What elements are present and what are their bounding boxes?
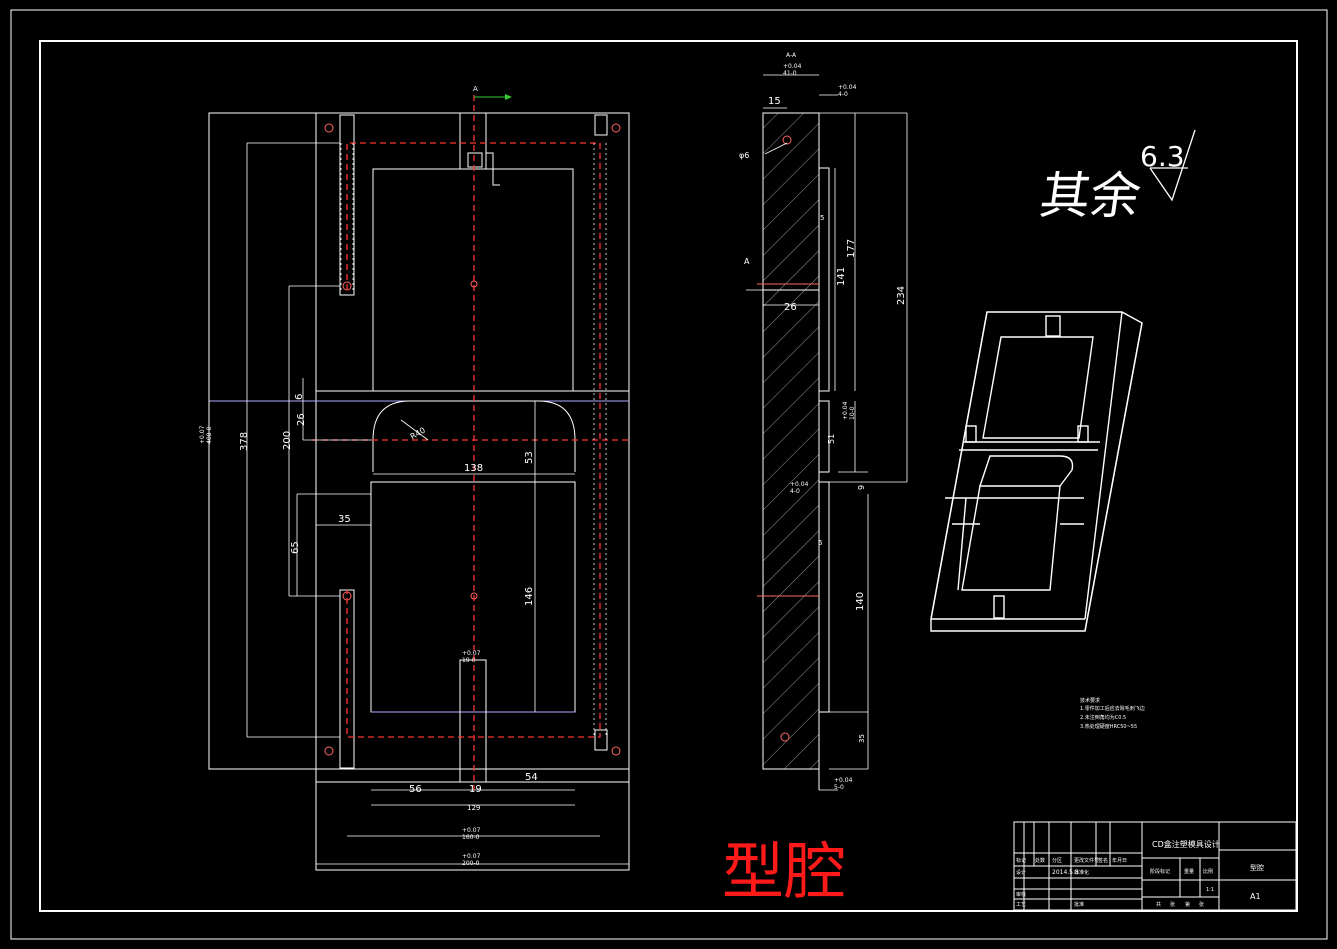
section-hole-top <box>782 135 792 145</box>
section-marker-label: A <box>473 85 478 93</box>
section-d26: 26 <box>784 302 797 313</box>
section-a-label: A <box>744 257 750 266</box>
section-hole-bottom <box>780 732 790 742</box>
notes-title: 技术要求 <box>1080 697 1100 704</box>
tb-row-label-5: 签名 <box>1098 857 1108 864</box>
section-title: A-A <box>786 52 797 59</box>
tb-col-scale: 比例 <box>1203 868 1213 875</box>
plate-outer-flange <box>208 112 630 770</box>
technical-notes: 技术要求 1.零件加工后应去除毛刺飞边 2.未注倒角均为C0.5 3.热处理硬度… <box>1080 697 1145 730</box>
tb-row-label-1: 标记 <box>1016 857 1026 864</box>
tb-date: 2014.5.3 <box>1052 869 1079 876</box>
dim-6: 6 <box>294 394 305 400</box>
notes-line-2: 2.未注倒角均为C0.5 <box>1080 714 1126 721</box>
dim-138: 138 <box>464 463 483 474</box>
tb-sheet-total: 共 <box>1156 901 1161 908</box>
screw-hole-tr <box>611 123 621 133</box>
dim-146: 146 <box>524 587 535 606</box>
dim-35: 35 <box>338 514 351 525</box>
roughness-label: 其余 <box>1036 166 1144 225</box>
dim-26: 26 <box>296 413 307 426</box>
tb-label-standard: 标准化 <box>1074 869 1089 876</box>
tb-label-approve: 批准 <box>1074 901 1084 908</box>
section-d5-top: 5 <box>820 214 824 222</box>
drawing-frame <box>39 40 1298 912</box>
upper-cavity <box>372 168 574 392</box>
section-dimensions <box>746 74 908 791</box>
screw-hole-tl <box>324 123 334 133</box>
tb-col-weight: 重量 <box>1184 868 1194 875</box>
main-view-dimensions <box>208 113 629 865</box>
section-tol-right: +0.0410-0 <box>842 401 856 420</box>
section-d141: 141 <box>836 267 847 286</box>
section-d6: 6 <box>818 539 823 547</box>
lower-cavity <box>370 481 576 713</box>
dim-65: 65 <box>290 541 301 554</box>
tb-part-name: 型腔 <box>1250 863 1264 872</box>
tb-sheet-size: A1 <box>1250 892 1261 901</box>
tb-row-label-4: 更改文件号 <box>1074 857 1099 864</box>
section-view <box>757 112 830 790</box>
gate-slot-top <box>459 112 487 170</box>
section-phi6: φ6 <box>739 151 749 160</box>
title-block <box>1013 821 1297 911</box>
tb-row-label-2: 处数 <box>1035 857 1045 864</box>
gate-slot-bottom <box>459 659 487 783</box>
tb-label-process: 工艺 <box>1016 902 1026 908</box>
roughness-symbol-icon <box>1149 129 1196 202</box>
cooling-circuit <box>312 95 632 790</box>
dim-200-left: 200 <box>282 431 293 450</box>
notes-line-3: 3.热处理硬度HRC50~55 <box>1080 723 1137 730</box>
section-d234: 234 <box>896 286 907 305</box>
tb-project: CD盒注塑模具设计 <box>1152 839 1220 849</box>
tb-sheet-unit-1: 张 <box>1170 901 1175 908</box>
dim-53: 53 <box>524 451 535 464</box>
section-d9: 9 <box>857 485 866 490</box>
dim-54: 54 <box>525 772 538 783</box>
isometric-view <box>930 311 1143 632</box>
section-hatched-body <box>762 112 820 770</box>
section-d177: 177 <box>846 239 857 258</box>
screw-hole-bl <box>324 746 334 756</box>
notes-line-1: 1.零件加工后应去除毛刺飞边 <box>1080 705 1145 712</box>
tol-408: +0.07408-0 <box>199 425 213 444</box>
tb-label-review: 审核 <box>1016 891 1026 898</box>
dim-129: 129 <box>467 804 480 812</box>
red-part-title: 型腔 <box>722 835 846 908</box>
surface-roughness-note: 其余 6.3 <box>1036 129 1196 225</box>
section-d35: 35 <box>858 734 866 743</box>
title-block-text: CD盒注塑模具设计 型腔 A1 1:1 2014.5.3 标记 处数 分区 更改… <box>1016 839 1264 908</box>
section-d140: 140 <box>855 592 866 611</box>
main-plan-view <box>208 112 630 871</box>
dim-378: 378 <box>239 432 250 451</box>
outer-sheet-border <box>10 9 1328 940</box>
tb-col-stage: 阶段标记 <box>1150 868 1170 875</box>
tb-sheet-unit-2: 张 <box>1199 901 1204 908</box>
section-d15: 15 <box>768 96 781 107</box>
tb-row-label-3: 分区 <box>1052 857 1062 864</box>
tb-row-label-6: 年月日 <box>1112 857 1127 864</box>
main-view-dimension-text: 6 26 200 378 35 65 53 138 146 56 19 54 1… <box>239 394 538 812</box>
section-d51: 51 <box>827 434 836 444</box>
plate-outline <box>315 112 630 871</box>
section-arrow-a: A <box>473 85 512 100</box>
tb-scale: 1:1 <box>1206 887 1214 893</box>
screw-hole-br <box>611 746 621 756</box>
dim-19: 19 <box>469 784 482 795</box>
tb-label-design: 设计 <box>1016 869 1026 876</box>
tb-sheet-index: 第 <box>1185 901 1190 908</box>
dim-56: 56 <box>409 784 422 795</box>
